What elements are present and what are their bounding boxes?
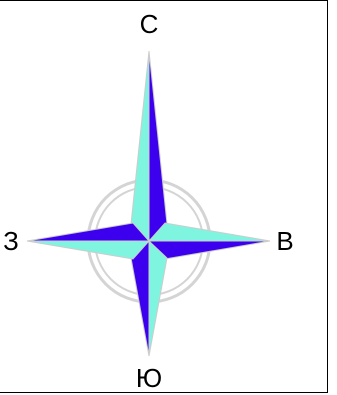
south-label: Ю <box>136 363 162 393</box>
south-point <box>130 239 168 357</box>
north-label: С <box>140 9 159 39</box>
west-point-lower <box>26 240 151 260</box>
west-point <box>26 222 151 260</box>
north-point <box>130 50 168 243</box>
west-label: З <box>3 226 19 256</box>
west-point-upper <box>26 222 151 242</box>
east-point <box>147 222 271 260</box>
north-point-right <box>148 50 168 243</box>
south-point-right <box>148 239 168 357</box>
north-point-left <box>130 50 150 243</box>
east-label: В <box>276 226 293 256</box>
